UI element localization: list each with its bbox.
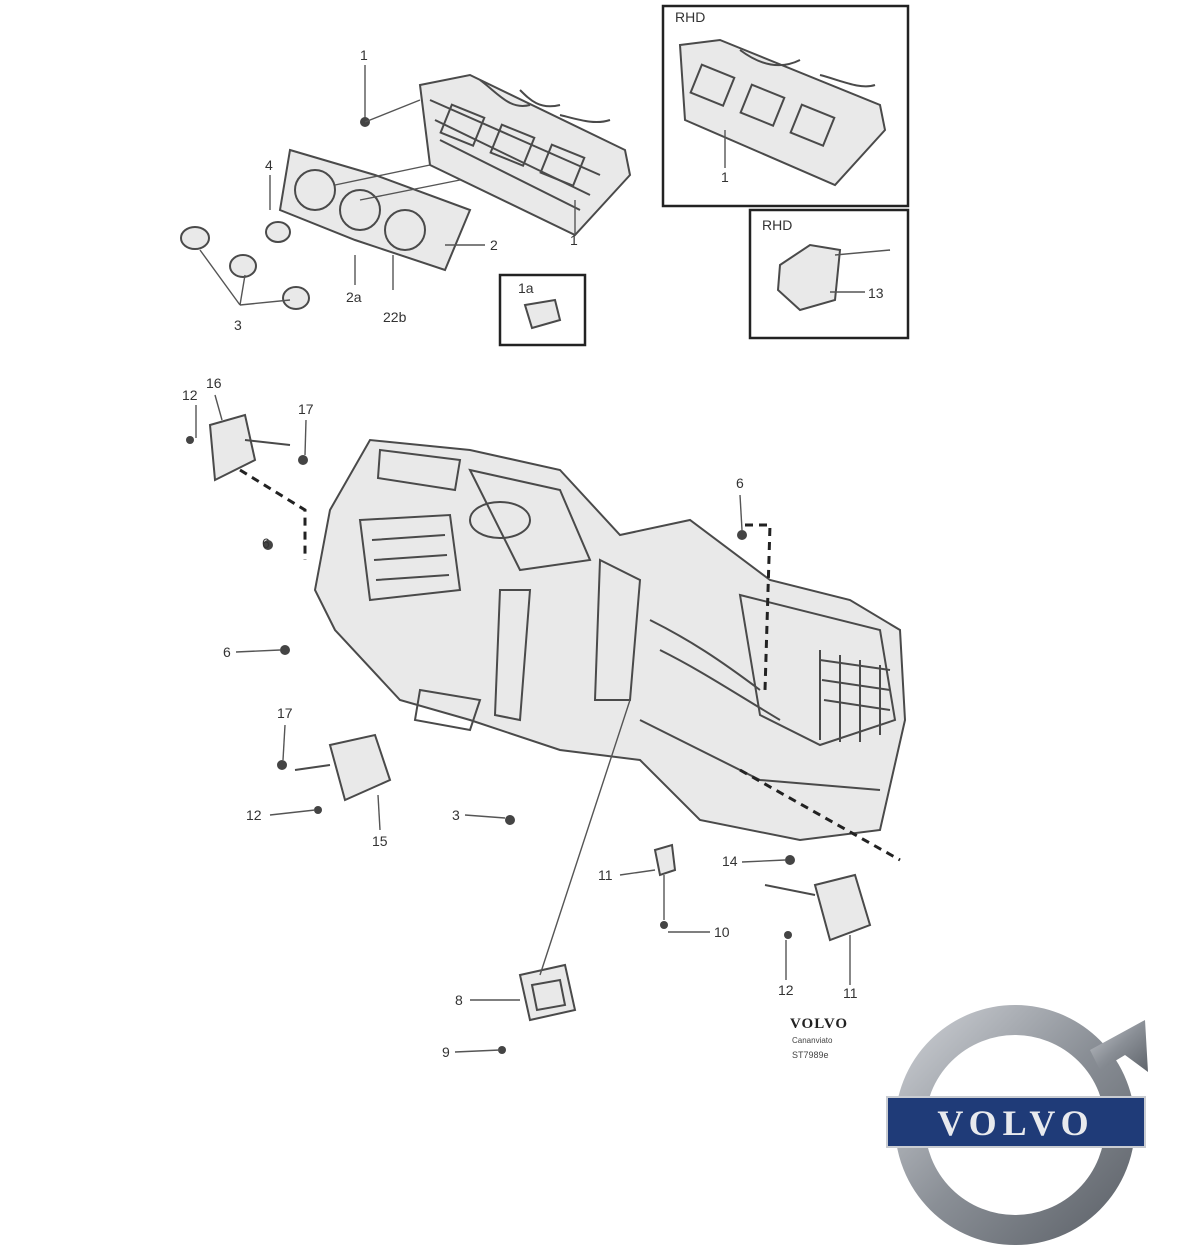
callout-17-a: 17 xyxy=(298,401,314,417)
inset-lhd-box: RHD 1 xyxy=(661,4,910,208)
logo-wordmark: VOLVO xyxy=(937,1103,1094,1143)
inset-rhd-box: RHD 13 xyxy=(748,208,910,340)
logo-band xyxy=(886,1096,1146,1148)
logo-arrow xyxy=(1090,1020,1148,1072)
inset-rhd-callout-13: 13 xyxy=(868,285,884,301)
control-panel-front-plate xyxy=(278,148,472,272)
callout-4: 4 xyxy=(265,157,273,173)
callout-1-right: 1 xyxy=(570,232,578,248)
callout-22b: 22b xyxy=(383,309,407,325)
callout-2: 2 xyxy=(490,237,498,253)
volvo-stamp: VOLVO Cananviato ST7989e xyxy=(790,1016,848,1060)
callout-11-b: 11 xyxy=(843,985,858,1001)
callout-15: 15 xyxy=(372,833,388,849)
hvac-housing xyxy=(313,438,907,842)
stamp-line2: Cananviato xyxy=(792,1036,833,1045)
callout-6-left-a: 6 xyxy=(262,535,270,551)
bulb-detail-box: 1a xyxy=(498,273,587,347)
blower-regulator-8 xyxy=(518,699,631,1022)
stamp-brand: VOLVO xyxy=(790,1016,848,1032)
sensor-11-bracket xyxy=(653,843,677,877)
callout-9: 9 xyxy=(442,1044,450,1060)
callout-8: 8 xyxy=(455,992,463,1008)
servo-motor-16 xyxy=(208,413,291,482)
control-panel-rear-module xyxy=(418,73,632,237)
callout-14: 14 xyxy=(722,853,738,869)
stamp-code: ST7989e xyxy=(792,1050,829,1060)
callout-2a: 2a xyxy=(346,289,362,305)
volvo-logo: VOLVO xyxy=(886,1005,1148,1245)
callout-1a: 1a xyxy=(518,280,534,296)
inset-lhd-callout-1: 1 xyxy=(721,169,729,185)
callout-17-b: 17 xyxy=(277,705,293,721)
servo-motor-15 xyxy=(294,733,392,802)
callout-1-top: 1 xyxy=(360,47,368,63)
callout-10: 10 xyxy=(714,924,730,940)
callout-3-bottom: 3 xyxy=(452,807,460,823)
callout-12-c: 12 xyxy=(778,982,794,998)
control-knobs xyxy=(180,221,310,310)
inset-rhd-title: RHD xyxy=(762,217,792,233)
callout-12-b: 12 xyxy=(246,807,262,823)
inset-lhd-title: RHD xyxy=(675,9,705,25)
callout-6-right: 6 xyxy=(736,475,744,491)
servo-motor-11 xyxy=(764,873,872,942)
callout-12-a: 12 xyxy=(182,387,198,403)
callout-6-left-b: 6 xyxy=(223,644,231,660)
callout-3-top: 3 xyxy=(234,317,242,333)
callout-16: 16 xyxy=(206,375,222,391)
callout-11-a: 11 xyxy=(598,867,613,883)
